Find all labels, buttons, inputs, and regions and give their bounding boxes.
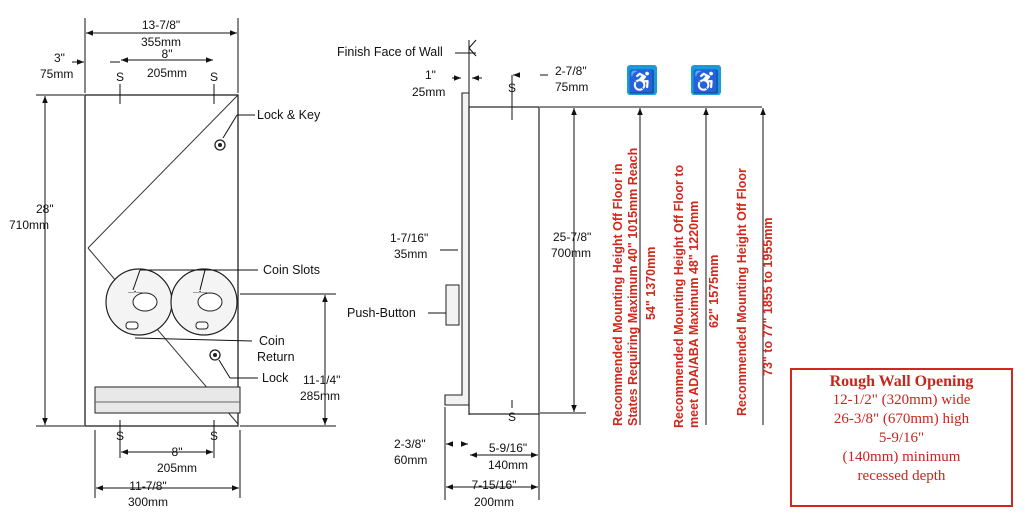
rough-opening-line2: 26-3/8" (670mm) high xyxy=(833,411,970,427)
col2-line3: 62" 1575mm xyxy=(707,255,721,328)
svg-text:—•—: —•— xyxy=(193,290,207,296)
bottom-mm: 60mm xyxy=(394,453,427,467)
bottom-s-spacing-in: 8" xyxy=(172,445,183,459)
coin-mech-left: —•— xyxy=(105,268,173,336)
coin-return-label-1: Coin xyxy=(259,334,285,348)
rough-opening-line1: 12-1/2" (320mm) wide xyxy=(832,392,971,408)
coin-height-in: 11-1/4" xyxy=(303,373,340,387)
col2-line1: Recommended Mounting Height Off Floor to xyxy=(672,164,686,428)
coin-height-mm: 285mm xyxy=(300,389,340,403)
col1-line2: States Requiring Maximum 40" 1015mm Reac… xyxy=(626,148,640,426)
push-button-label: Push-Button xyxy=(347,306,416,320)
button-mm: 35mm xyxy=(394,247,427,261)
flange-mm: 25mm xyxy=(412,85,445,99)
top-width-mm: 355mm xyxy=(141,35,181,49)
svg-text:♿: ♿ xyxy=(692,69,719,94)
lock-label: Lock xyxy=(262,371,289,385)
overall-mm: 200mm xyxy=(474,495,514,509)
body-height-mm: 700mm xyxy=(551,246,591,260)
stud-in: 2-7/8" xyxy=(555,64,587,78)
rough-opening-line5: recessed depth xyxy=(857,468,946,484)
col3-line2: 73" to 77" 1855 to 1955mm xyxy=(761,218,775,376)
front-view: —•— —•— Lock & Key Coin Slots Coin Retur… xyxy=(9,18,340,509)
front-cabinet xyxy=(84,94,239,427)
accessibility-icon: ♿ xyxy=(691,65,721,95)
overall-in: 7-15/16" xyxy=(472,478,517,492)
height-in: 28" xyxy=(36,202,54,216)
coin-return-label-2: Return xyxy=(257,350,295,364)
bottom-in: 2-3/8" xyxy=(394,437,426,451)
side-view: Finish Face of Wall 1" 25mm S 2-7/8" 75m… xyxy=(337,39,762,509)
mounting-notes: ♿ ♿ Recommended Mounting Height Off Floo… xyxy=(611,65,775,428)
side-body xyxy=(468,106,540,415)
left-offset-in: 3" xyxy=(54,51,65,65)
stud-marker-top-left: S xyxy=(116,70,124,84)
flange-in: 1" xyxy=(425,68,436,82)
col1-line1: Recommended Mounting Height Off Floor in xyxy=(611,164,625,426)
bottom-s-spacing-mm: 205mm xyxy=(157,461,197,475)
top-s-spacing-in: 8" xyxy=(162,47,173,61)
svg-text:—•—: —•— xyxy=(128,290,142,296)
rough-wall-opening-box: Rough Wall Opening 12-1/2" (320mm) wide … xyxy=(790,368,1013,507)
top-width-in: 13-7/8" xyxy=(142,18,180,32)
rough-opening-title: Rough Wall Opening xyxy=(829,373,974,390)
side-stud-marker-bottom: S xyxy=(508,410,516,424)
accessibility-icon: ♿ xyxy=(627,65,657,95)
front-diagonal-upper xyxy=(87,94,239,249)
height-mm: 710mm xyxy=(9,218,49,232)
bottom-width-in: 11-7/8" xyxy=(129,479,166,493)
coin-slots-label: Coin Slots xyxy=(263,263,320,277)
col1-line3: 54" 1370mm xyxy=(644,247,658,320)
vend-tray xyxy=(94,386,241,414)
bottom-width-mm: 300mm xyxy=(128,495,168,509)
col3-line1: Recommended Mounting Height Off Floor xyxy=(735,168,749,416)
lock-key-label: Lock & Key xyxy=(257,108,321,122)
side-flange xyxy=(444,92,470,406)
finish-face-label: Finish Face of Wall xyxy=(337,45,443,59)
col2-line2: meet ADA/ABA Maximum 48" 1220mm xyxy=(687,201,701,428)
stud-marker-top-right: S xyxy=(210,70,218,84)
coin-mech-right: —•— xyxy=(170,268,238,336)
rough-opening-line3: 5-9/16" xyxy=(878,430,925,446)
body-height-in: 25-7/8" xyxy=(553,230,591,244)
left-offset-mm: 75mm xyxy=(40,67,73,81)
button-in: 1-7/16" xyxy=(390,231,428,245)
stud-mm: 75mm xyxy=(555,80,588,94)
push-button-shape xyxy=(445,284,460,326)
depth-in: 5-9/16" xyxy=(489,441,527,455)
depth-mm: 140mm xyxy=(488,458,528,472)
rough-opening-line4: (140mm) minimum xyxy=(842,449,961,465)
svg-text:♿: ♿ xyxy=(628,69,655,94)
top-s-spacing-mm: 205mm xyxy=(147,66,187,80)
